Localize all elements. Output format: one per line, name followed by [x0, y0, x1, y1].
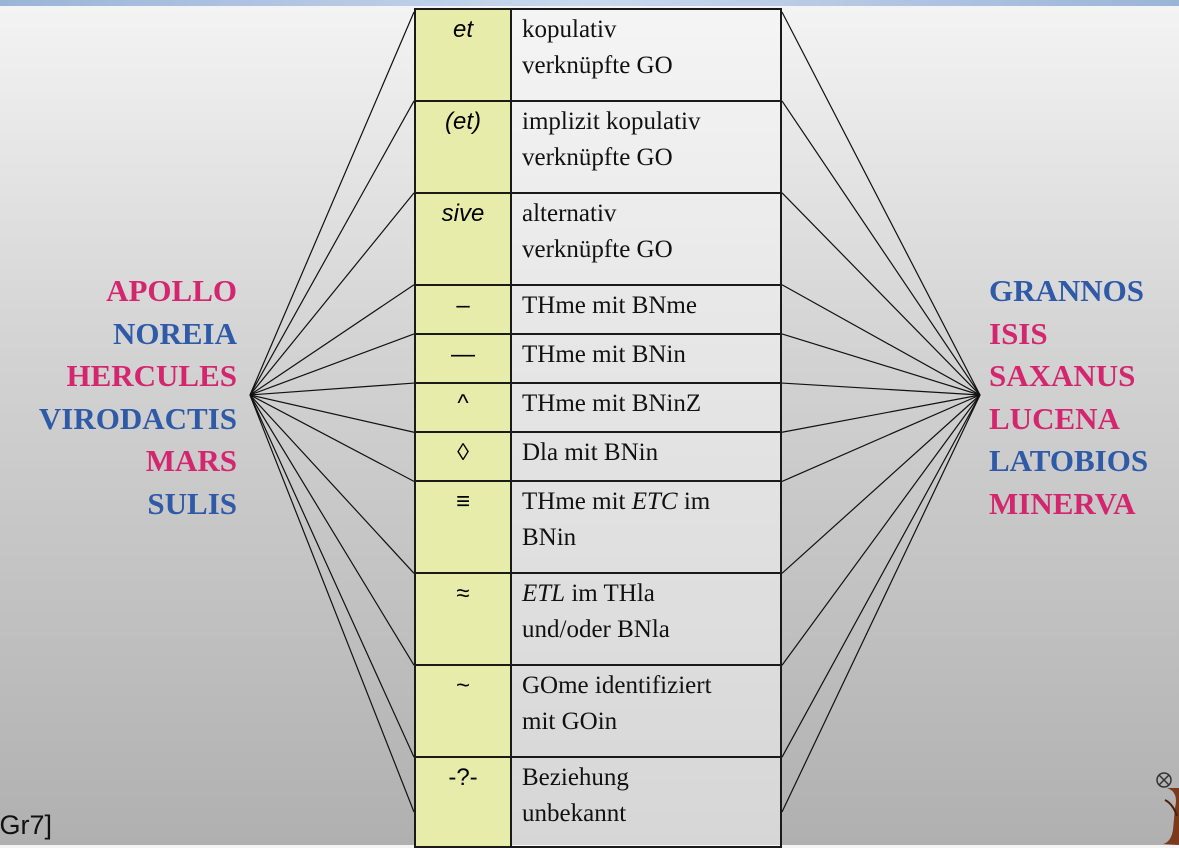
left-name: HERCULES — [66, 358, 237, 393]
relation-description: THme mit BNme — [510, 283, 782, 335]
connector-line-left — [249, 333, 415, 396]
connector-line-left — [249, 100, 415, 396]
connector-line-left — [249, 11, 415, 396]
right-name: LATOBIOS — [989, 443, 1149, 478]
citation: [Gr7] — [0, 810, 53, 840]
top-bar — [0, 0, 1179, 6]
relation-description: THme mit BNin — [510, 332, 782, 385]
connector-line-left — [249, 382, 415, 396]
connector-line-right — [781, 394, 981, 813]
relation-symbol: — — [414, 332, 512, 385]
right-name: GRANNOS — [989, 273, 1145, 308]
connector-line-right — [781, 192, 981, 396]
relation-symbol: (et) — [414, 99, 512, 194]
connector-line-left — [249, 192, 415, 396]
relation-symbol: ~ — [414, 664, 512, 759]
connector-line-left — [249, 394, 415, 758]
right-name: LUCENA — [989, 400, 1120, 436]
relation-symbol: ≈ — [414, 572, 512, 667]
connector-line-right — [781, 394, 981, 666]
left-name: APOLLO — [106, 273, 237, 308]
left-name: SULIS — [147, 485, 237, 521]
connector-line-left — [249, 394, 415, 813]
left-name: MARS — [145, 443, 237, 478]
connector-line-right — [781, 100, 981, 396]
relation-row: ◊ Dla mit BNin — [414, 431, 782, 483]
relation-row: — THme mit BNin — [414, 332, 782, 385]
connector-line-right — [781, 11, 981, 396]
connector-line-left — [249, 394, 415, 482]
left-deity-list: APOLLO NOREIA HERCULES VIRODACTIS MARS S… — [39, 270, 237, 525]
connector-line-right — [781, 382, 981, 396]
connector-line-left — [249, 394, 415, 666]
connector-line-right — [781, 394, 981, 433]
right-name: SAXANUS — [989, 358, 1136, 393]
connector-line-right — [781, 394, 981, 482]
connector-line-left — [249, 284, 415, 396]
relation-row: – THme mit BNme — [414, 283, 782, 335]
relation-symbol: et — [414, 8, 512, 102]
right-name: ISIS — [989, 315, 1048, 351]
right-deity-list: GRANNOS ISIS SAXANUS LUCENA LATOBIOS MIN… — [989, 270, 1148, 525]
right-name: MINERVA — [989, 485, 1136, 521]
relation-symbol: ^ — [414, 382, 512, 434]
relation-symbol: ◊ — [414, 431, 512, 483]
connector-line-right — [781, 394, 981, 758]
mascot-logo — [1156, 772, 1179, 845]
connector-line-right — [781, 333, 981, 396]
relation-symbol: sive — [414, 191, 512, 286]
connector-line-left — [249, 394, 415, 433]
relation-symbol: -?- — [414, 756, 512, 848]
left-name: VIRODACTIS — [38, 400, 237, 436]
relation-description: Dla mit BNin — [510, 431, 782, 483]
connector-line-left — [249, 394, 415, 574]
connector-line-right — [781, 284, 981, 396]
left-name: NOREIA — [112, 315, 237, 351]
relation-description: THme mit BNinZ — [510, 382, 782, 434]
relation-row: ^ THme mit BNinZ — [414, 382, 782, 434]
relation-symbol: – — [414, 283, 512, 335]
connector-line-right — [781, 394, 981, 574]
relation-symbol: ≡ — [414, 480, 512, 575]
